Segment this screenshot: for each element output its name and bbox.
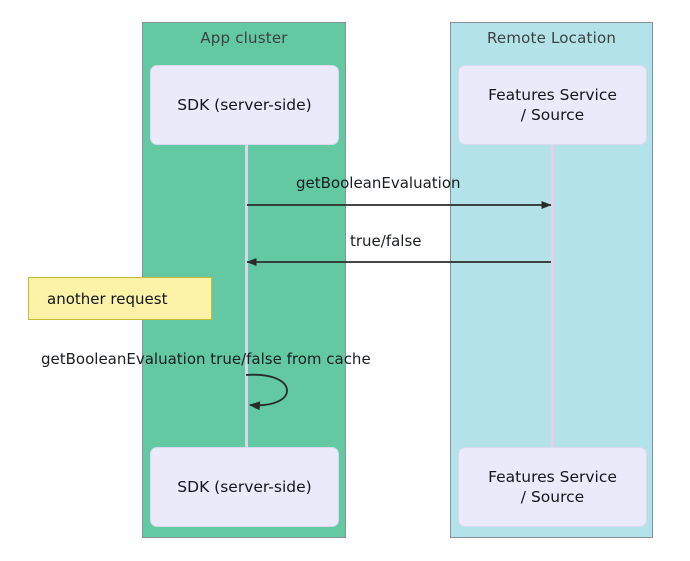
message-label-true-false: true/false (350, 232, 422, 250)
group-app-cluster-title: App cluster (200, 29, 288, 47)
participant-features-service-top[interactable]: Features Service / Source (458, 65, 647, 145)
lifeline-sdk (245, 145, 248, 447)
participant-sdk-bottom[interactable]: SDK (server-side) (150, 447, 339, 527)
message-label-get-boolean-evaluation: getBooleanEvaluation (296, 174, 461, 192)
lifeline-features-service (551, 145, 554, 447)
participant-sdk-top[interactable]: SDK (server-side) (150, 65, 339, 145)
note-another-request-label: another request (47, 289, 168, 308)
note-another-request[interactable]: another request (28, 277, 212, 320)
participant-features-service-bottom[interactable]: Features Service / Source (458, 447, 647, 527)
message-label-self-cache: getBooleanEvaluation true/false from cac… (41, 350, 371, 368)
group-remote-location-title: Remote Location (486, 29, 617, 47)
